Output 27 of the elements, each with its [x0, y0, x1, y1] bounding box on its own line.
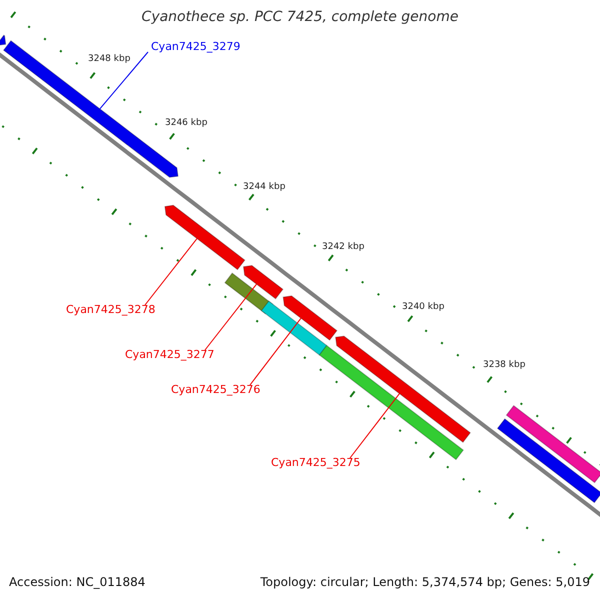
leader-line — [144, 238, 198, 306]
leader-line — [204, 284, 257, 350]
title: Cyanothece sp. PCC 7425, complete genome — [140, 9, 460, 25]
gene-feature — [282, 295, 338, 341]
scale-label: 3244 kbp — [243, 182, 286, 192]
scale-label: 3242 kbp — [322, 242, 364, 252]
scale-label: 3248 kbp — [88, 54, 130, 64]
leader-line — [250, 318, 302, 386]
genome-summary: Topology: circular; Length: 5,374,574 bp; Genes: 5,019 — [260, 575, 590, 589]
accession-text: Accession: NC_011884 — [9, 575, 146, 589]
gene-feature — [164, 204, 246, 270]
scale-label: 3246 kbp — [165, 118, 208, 128]
gene-feature — [242, 264, 284, 300]
gene-label: Cyan7425_3275 — [271, 456, 360, 469]
gene-label: Cyan7425_3277 — [125, 348, 214, 361]
gene-label: Cyan7425_3276 — [171, 383, 260, 396]
leader-line — [350, 393, 400, 458]
gene-label: Cyan7425_3278 — [66, 303, 156, 316]
gene-feature — [506, 404, 600, 484]
leader-line — [99, 52, 148, 110]
gene-feature — [260, 300, 328, 356]
scale-label: 3240 kbp — [402, 302, 444, 312]
gene-feature — [0, 34, 6, 46]
gene-feature — [496, 418, 600, 504]
gene-feature — [335, 336, 471, 443]
scale-label: 3238 kbp — [483, 360, 526, 370]
gene-label: Cyan7425_3279 — [151, 40, 240, 53]
